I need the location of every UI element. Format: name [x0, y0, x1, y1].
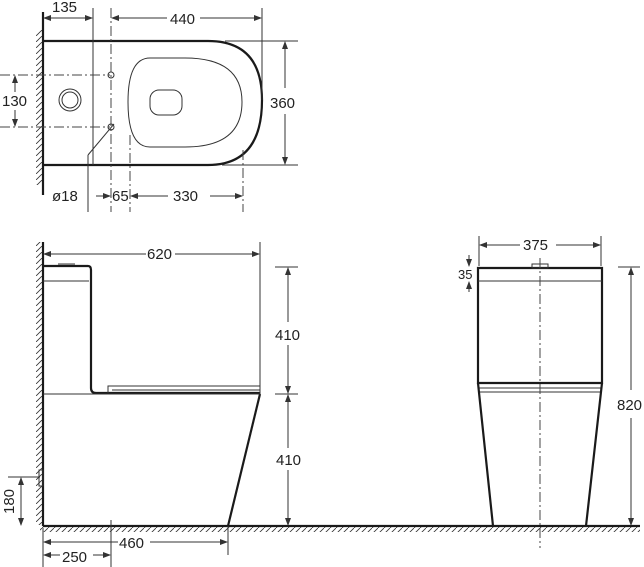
wall-hatch — [36, 30, 43, 185]
dim-330: 330 — [173, 188, 198, 205]
side-view: 620 410 410 180 460 250 — [1, 242, 640, 567]
dim-hole-diameter: ø18 — [52, 188, 78, 205]
fixing-hole — [107, 123, 115, 131]
front-view: 375 35 820 — [458, 236, 642, 548]
dim-130: 130 — [2, 93, 27, 110]
bowl-outline — [226, 393, 262, 527]
dim-820: 820 — [617, 397, 642, 414]
bowl-opening — [149, 89, 183, 116]
dim-65: 65 — [112, 188, 129, 205]
dim-410-lower: 410 — [276, 452, 301, 469]
dim-250: 250 — [62, 549, 87, 566]
dim-460: 460 — [119, 535, 144, 552]
floor-hatch — [40, 526, 640, 532]
flush-button-inner — [61, 91, 79, 109]
seat-outline — [127, 57, 243, 148]
dim-180: 180 — [1, 489, 18, 514]
plan-view: 135 440 130 360 ø18 65 330 — [0, 0, 298, 212]
dim-410-upper: 410 — [275, 327, 300, 344]
dim-620: 620 — [147, 246, 172, 263]
bowl-front — [476, 382, 604, 527]
dim-135: 135 — [52, 0, 77, 16]
dim-360: 360 — [270, 95, 295, 112]
dim-375: 375 — [523, 237, 548, 254]
tank-outline — [43, 264, 260, 395]
fixing-hole — [107, 71, 115, 79]
toilet-outline-plan — [43, 39, 264, 167]
dim-35: 35 — [458, 267, 472, 282]
dim-440: 440 — [170, 11, 195, 28]
flush-button-outer — [58, 88, 82, 112]
wall-hatch — [36, 242, 43, 525]
